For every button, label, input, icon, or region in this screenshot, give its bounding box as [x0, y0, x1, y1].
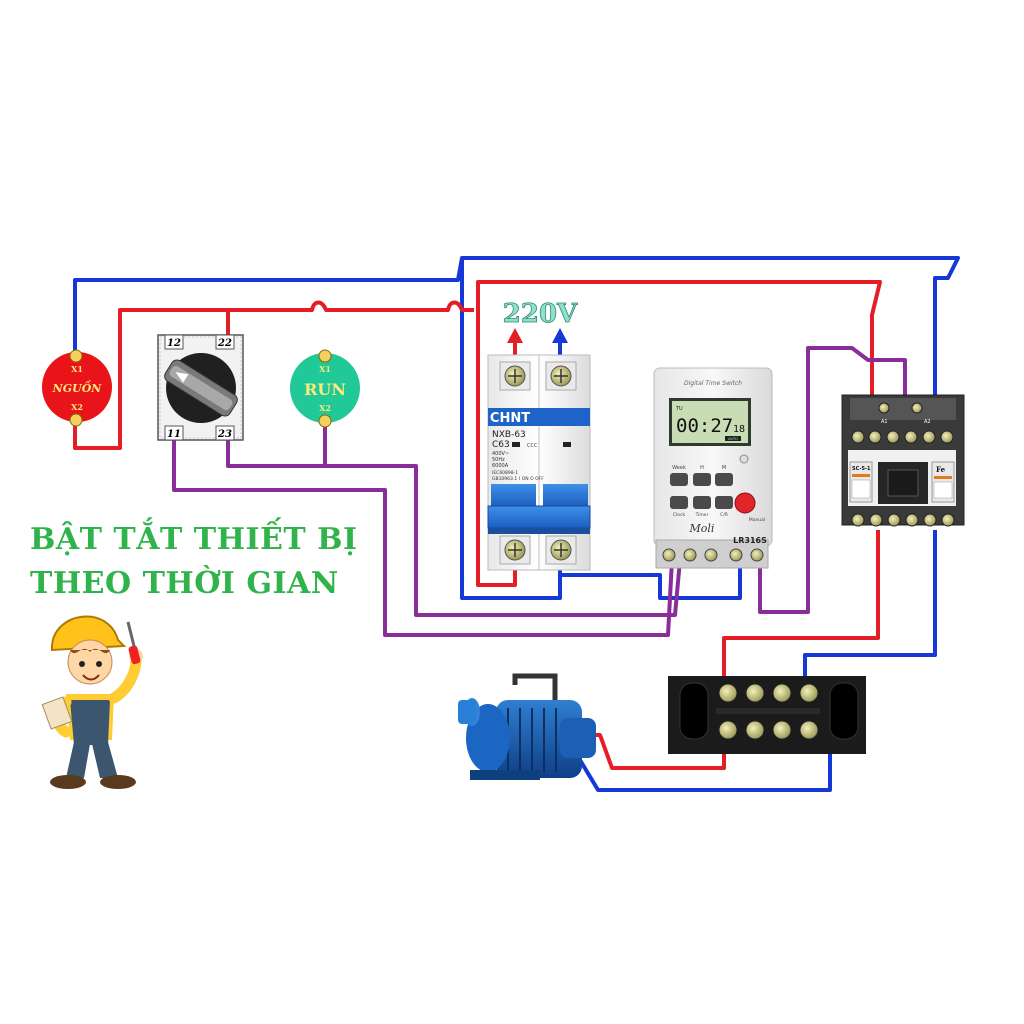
wire-live-load: [722, 530, 880, 690]
run-lamp-x2: X2: [319, 403, 331, 413]
contactor[interactable]: A1 A2 SC-5-1 Fe: [841, 394, 965, 527]
terminal-block: [668, 676, 866, 754]
timer-day: TU: [675, 406, 683, 412]
breaker-std2: GB10963.1: [492, 476, 517, 482]
switch-knob-icon[interactable]: [162, 358, 239, 419]
power-lamp-x1: X1: [71, 364, 83, 374]
wire-neutral-pump: [578, 730, 832, 792]
breaker-spec1: 400V~: [492, 451, 509, 457]
supply-voltage-label: 220V: [503, 299, 578, 329]
timer-timer-button[interactable]: [693, 496, 711, 509]
pump-icon: [458, 673, 596, 780]
timer-time: 00:27: [676, 415, 733, 437]
timer-btn-clock-label: Clock: [673, 512, 686, 518]
timer-header: Digital Time Switch: [684, 380, 742, 387]
timer-mode: AUTO: [728, 437, 738, 441]
timer-clock-button[interactable]: [670, 496, 688, 509]
digital-timer[interactable]: Digital Time Switch TU 00:27 18 AUTO Wee…: [653, 367, 773, 569]
switch-terminal-22: 22: [217, 338, 232, 349]
switch-terminal-23: 23: [217, 429, 232, 440]
wire-control-11: [172, 440, 674, 637]
worker-icon: [41, 615, 143, 789]
switch-terminal-12: 12: [167, 338, 181, 349]
timer-btn-manual-label: Manual: [749, 517, 765, 523]
wire-neutral-timer: [560, 560, 742, 600]
timer-brand: Moli: [689, 522, 715, 535]
title-line-2: THEO THỜI GIAN: [30, 566, 339, 601]
wire-live-to-run: [228, 300, 474, 312]
timer-reset-button[interactable]: [739, 454, 749, 464]
contactor-a1: A1: [881, 419, 888, 425]
wire-live-contactor: [476, 280, 882, 430]
breaker-spec3: 6000A: [492, 463, 509, 469]
breaker-on-off: I ON O OFF: [519, 476, 544, 482]
contactor-model: SC-5-1: [852, 466, 871, 472]
run-lamp-label: RUN: [304, 380, 346, 399]
circuit-breaker[interactable]: 220V CHNT NXB-63 C63 CCC 400V~ 50Hz 6000…: [487, 299, 591, 571]
timer-hour-button[interactable]: [693, 473, 711, 486]
run-lamp-x1: X1: [319, 364, 331, 374]
contactor-brand: Fe: [936, 465, 946, 474]
breaker-logo: CCC: [527, 443, 538, 449]
timer-model: LR316S: [733, 536, 767, 545]
wire-neutral-load: [803, 530, 937, 690]
timer-manual-button[interactable]: [734, 492, 756, 514]
power-lamp: X1 NGUỒN X2: [42, 349, 112, 427]
timer-btn-m-label: M: [722, 465, 726, 471]
breaker-spec2: 50Hz: [492, 457, 505, 463]
arrow-live-icon: [507, 328, 523, 343]
breaker-std1: IEC60898-1: [492, 470, 518, 476]
timer-cd-button[interactable]: [715, 496, 733, 509]
power-lamp-label: NGUỒN: [52, 379, 103, 395]
power-lamp-x2: X2: [71, 402, 83, 412]
arrow-neutral-icon: [552, 328, 568, 343]
screwdriver-icon: [126, 621, 141, 665]
timer-btn-timer-label: Timer: [695, 512, 709, 518]
run-lamp: X1 RUN X2: [290, 349, 360, 428]
contactor-a2: A2: [924, 419, 931, 425]
timer-btn-week-label: Week: [672, 465, 686, 471]
selector-switch[interactable]: 12 22 11 23: [157, 334, 244, 441]
contactor-top-terminals: [851, 402, 954, 444]
timer-minute-button[interactable]: [715, 473, 733, 486]
breaker-rating: C63: [492, 440, 510, 450]
breaker-toggle[interactable]: [487, 505, 591, 529]
wire-control-23: [226, 440, 682, 617]
terminal-block-bottom-screws: [718, 720, 819, 740]
switch-terminal-11: 11: [167, 429, 181, 440]
breaker-model: NXB-63: [492, 430, 526, 440]
wire-live-main: [73, 308, 230, 450]
terminal-block-top-screws: [718, 683, 819, 703]
timer-week-button[interactable]: [670, 473, 688, 486]
timer-btn-h-label: H: [700, 465, 704, 471]
contactor-bottom-terminals: [851, 513, 955, 527]
title-line-1: BẬT TẮT THIẾT BỊ: [30, 522, 358, 557]
wire-neutral-main: [73, 256, 960, 430]
breaker-brand: CHNT: [490, 411, 530, 426]
timer-btn-cd-label: C/R: [720, 512, 728, 518]
wire-control-coil: [758, 346, 907, 614]
timer-seconds: 18: [733, 424, 745, 435]
